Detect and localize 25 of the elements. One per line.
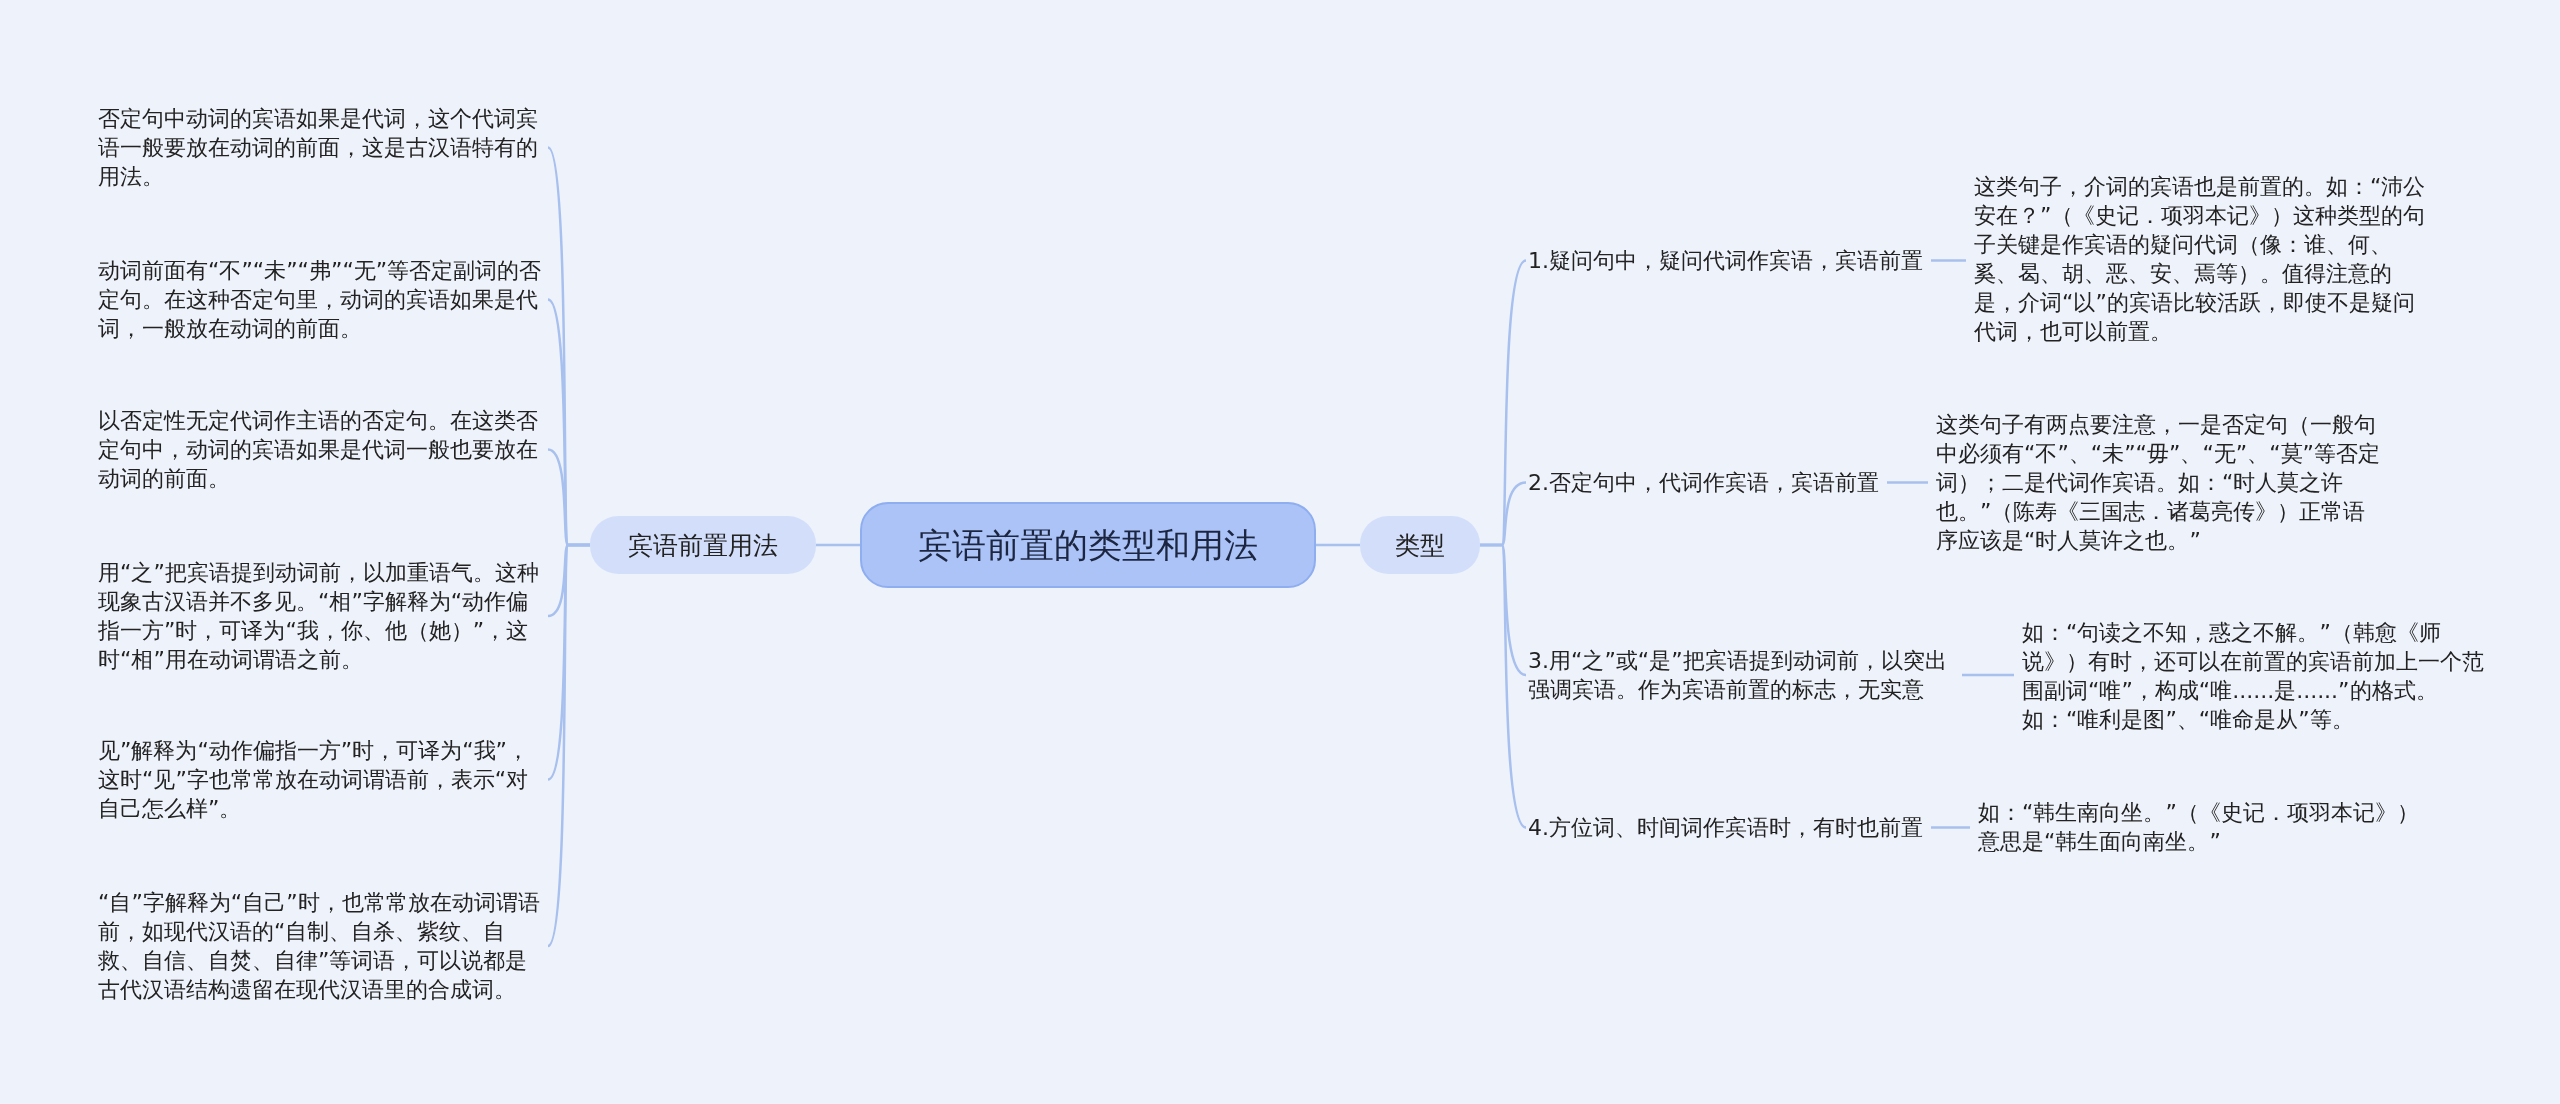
note-text: 这类句子有两点要注意，一是否定句（一般句中必须有“不”、“未”“毋”、“无”、“莫”等否定词）；二是代词作宾语。如：“时人莫之许也。”（陈寿《三国志．诸葛亮传》）正常语序应该是“时人莫许之也。”: [1934, 410, 2384, 555]
note-text: 1.疑问句中，疑问代词作宾语，宾语前置: [1526, 246, 1925, 275]
note-text: 3.用“之”或“是”把宾语提到动词前，以突出强调宾语。作为宾语前置的标志，无实意: [1526, 646, 1956, 704]
note-text: 2.否定句中，代词作宾语，宾语前置: [1526, 468, 1881, 497]
connector-line: [1931, 259, 1966, 262]
note-text: 4.方位词、时间词作宾语时，有时也前置: [1526, 813, 1925, 842]
connector-line: [1480, 543, 1527, 829]
connector-line: [816, 543, 860, 547]
note-text: “自”字解释为“自己”时，也常常放在动词谓语前，如现代汉语的“自制、自杀、紫纹、自救、自信、自焚、自律”等词语，可以说都是古代汉语结构遗留在现代汉语里的合成词。: [96, 888, 548, 1004]
connector-line: [546, 543, 590, 947]
connector-line: [1887, 481, 1928, 484]
connector-line: [1316, 543, 1360, 547]
note-text: 用“之”把宾语提到动词前，以加重语气。这种现象古汉语并不多见。“相”字解释为“动作偏指一方”时，可译为“我，你、他（她）”，这时“相”用在动词谓语之前。: [96, 558, 548, 674]
connector-line: [1931, 826, 1970, 829]
note-text: 这类句子，介词的宾语也是前置的。如：“沛公安在？”（《史记．项羽本记》）这种类型的句子关键是作宾语的疑问代词（像：谁、何、奚、曷、胡、恶、安、焉等）。值得注意的是，介词“以”的宾语比较活跃，即使不是疑问代词，也可以前置。: [1972, 172, 2430, 346]
branch-topic: 类型: [1360, 516, 1480, 574]
central-topic: 宾语前置的类型和用法: [860, 502, 1316, 588]
note-text: 以否定性无定代词作主语的否定句。在这类否定句中，动词的宾语如果是代词一般也要放在动词的前面。: [96, 406, 548, 493]
note-text: 如：“韩生南向坐。”（《史记．项羽本记》）意思是“韩生面向南坐。”: [1976, 798, 2426, 856]
note-text: 如：“句读之不知，惑之不解。”（韩愈《师说》）有时，还可以在前置的宾语前加上一个范围副词“唯”，构成“唯......是......”的格式。如：“唯利是图”、“唯命是从”等。: [2020, 618, 2490, 734]
connector-line: [1962, 673, 2014, 677]
note-text: 见”解释为“动作偏指一方”时，可译为“我”，这时“见”字也常常放在动词谓语前，表示“对自己怎么样”。: [96, 736, 548, 823]
note-text: 否定句中动词的宾语如果是代词，这个代词宾语一般要放在动词的前面，这是古汉语特有的用法。: [96, 104, 548, 191]
branch-topic: 宾语前置用法: [590, 516, 816, 574]
note-text: 动词前面有“不”“未”“弗”“无”等否定副词的否定句。在这种否定句里，动词的宾语如果是代词，一般放在动词的前面。: [96, 256, 548, 343]
